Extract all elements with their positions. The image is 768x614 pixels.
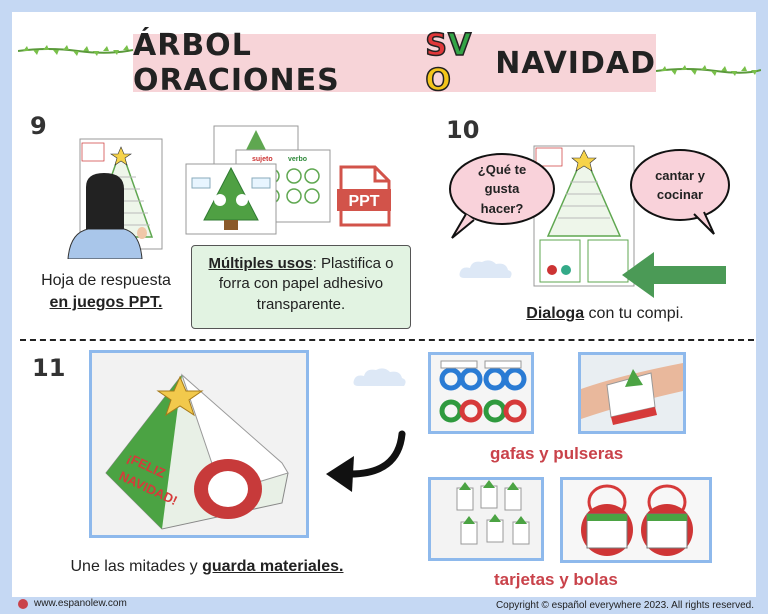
section9-caption-line1: Hoja de respuesta <box>41 272 171 289</box>
page-title: ÁRBOL ORACIONES SVO NAVIDAD <box>133 27 656 99</box>
section11-caption-rest: Une las mitades y <box>70 558 203 575</box>
answer-sheet-image-dialogue <box>533 145 635 287</box>
title-part2: NAVIDAD <box>495 45 656 81</box>
sheet-label-verbo: verbo <box>288 156 307 163</box>
title-svo: SVO <box>425 27 487 99</box>
title-part1: ÁRBOL ORACIONES <box>133 28 340 98</box>
step-number-9: 9 <box>30 112 47 140</box>
cloud-decoration <box>459 260 512 278</box>
section10-caption-rest: con tu compi. <box>584 305 684 322</box>
title-letter-s: S <box>425 27 448 64</box>
section9-caption: Hoja de respuesta en juegos PPT. <box>28 270 184 315</box>
footer-website[interactable]: www.espanolew.com <box>18 598 127 609</box>
section10-caption: Dialoga con tu compi. <box>510 303 700 325</box>
green-arrow-icon <box>622 252 726 298</box>
cards-illustration <box>431 480 541 558</box>
cards-photo <box>428 477 544 561</box>
ppt-icon-label: PPT <box>348 193 379 210</box>
left-garland-decoration <box>18 45 133 56</box>
speech-bubble-answer: cantar y cocinar <box>630 149 730 221</box>
sheet-label-sujeto: sujeto <box>252 156 273 163</box>
title-letter-o: O <box>425 62 452 99</box>
bracelet-photo <box>578 352 686 434</box>
curved-arrow-icon <box>326 430 406 492</box>
section9-caption-bold: en juegos PPT. <box>49 294 163 312</box>
multiple-uses-text: : Plastifica o forra con papel adhesivo … <box>218 255 394 313</box>
bubble-tail-left <box>451 213 475 239</box>
section-divider <box>20 339 754 341</box>
bubble-question-text: ¿Qué te gusta hacer? <box>477 161 527 216</box>
espanolew-logo-icon <box>18 598 28 609</box>
right-garland-decoration <box>656 65 761 76</box>
tree-box-photo: ¡FELIZ NAVIDAD! <box>89 350 309 538</box>
step-number-11: 11 <box>32 354 66 382</box>
label-cards-ornaments: tarjetas y bolas <box>494 570 618 589</box>
speech-bubble-question: ¿Qué te gusta hacer? <box>449 153 555 225</box>
tree-box-illustration: ¡FELIZ NAVIDAD! <box>92 353 306 535</box>
multiple-uses-bold: Múltiples usos <box>208 255 313 272</box>
title-letter-v: V <box>447 27 473 64</box>
step-number-10: 10 <box>446 116 480 144</box>
footer-copyright: Copyright © español everywhere 2023. All… <box>495 600 754 611</box>
ornaments-illustration <box>563 480 709 560</box>
glasses-photo <box>428 352 534 434</box>
section10-caption-bold: Dialoga <box>526 305 585 322</box>
section11-caption-bold: guarda materiales. <box>202 558 344 575</box>
bubble-tail-right <box>693 211 715 235</box>
ppt-slides-preview-image: sujeto verbo <box>185 125 331 235</box>
answer-sheet-with-student-image <box>67 138 163 259</box>
glasses-illustration <box>431 355 531 431</box>
footer-site-text[interactable]: www.espanolew.com <box>34 598 127 609</box>
cloud-decoration-2 <box>353 368 406 386</box>
ornaments-photo <box>560 477 712 563</box>
multiple-uses-box: Múltiples usos: Plastifica o forra con p… <box>191 245 411 329</box>
label-glasses-bracelets: gafas y pulseras <box>490 444 624 463</box>
ppt-file-icon: PPT <box>337 165 391 227</box>
bracelet-illustration <box>581 355 683 431</box>
section11-caption: Une las mitades y guarda materiales. <box>52 556 362 578</box>
bubble-answer-text: cantar y cocinar <box>655 167 705 203</box>
